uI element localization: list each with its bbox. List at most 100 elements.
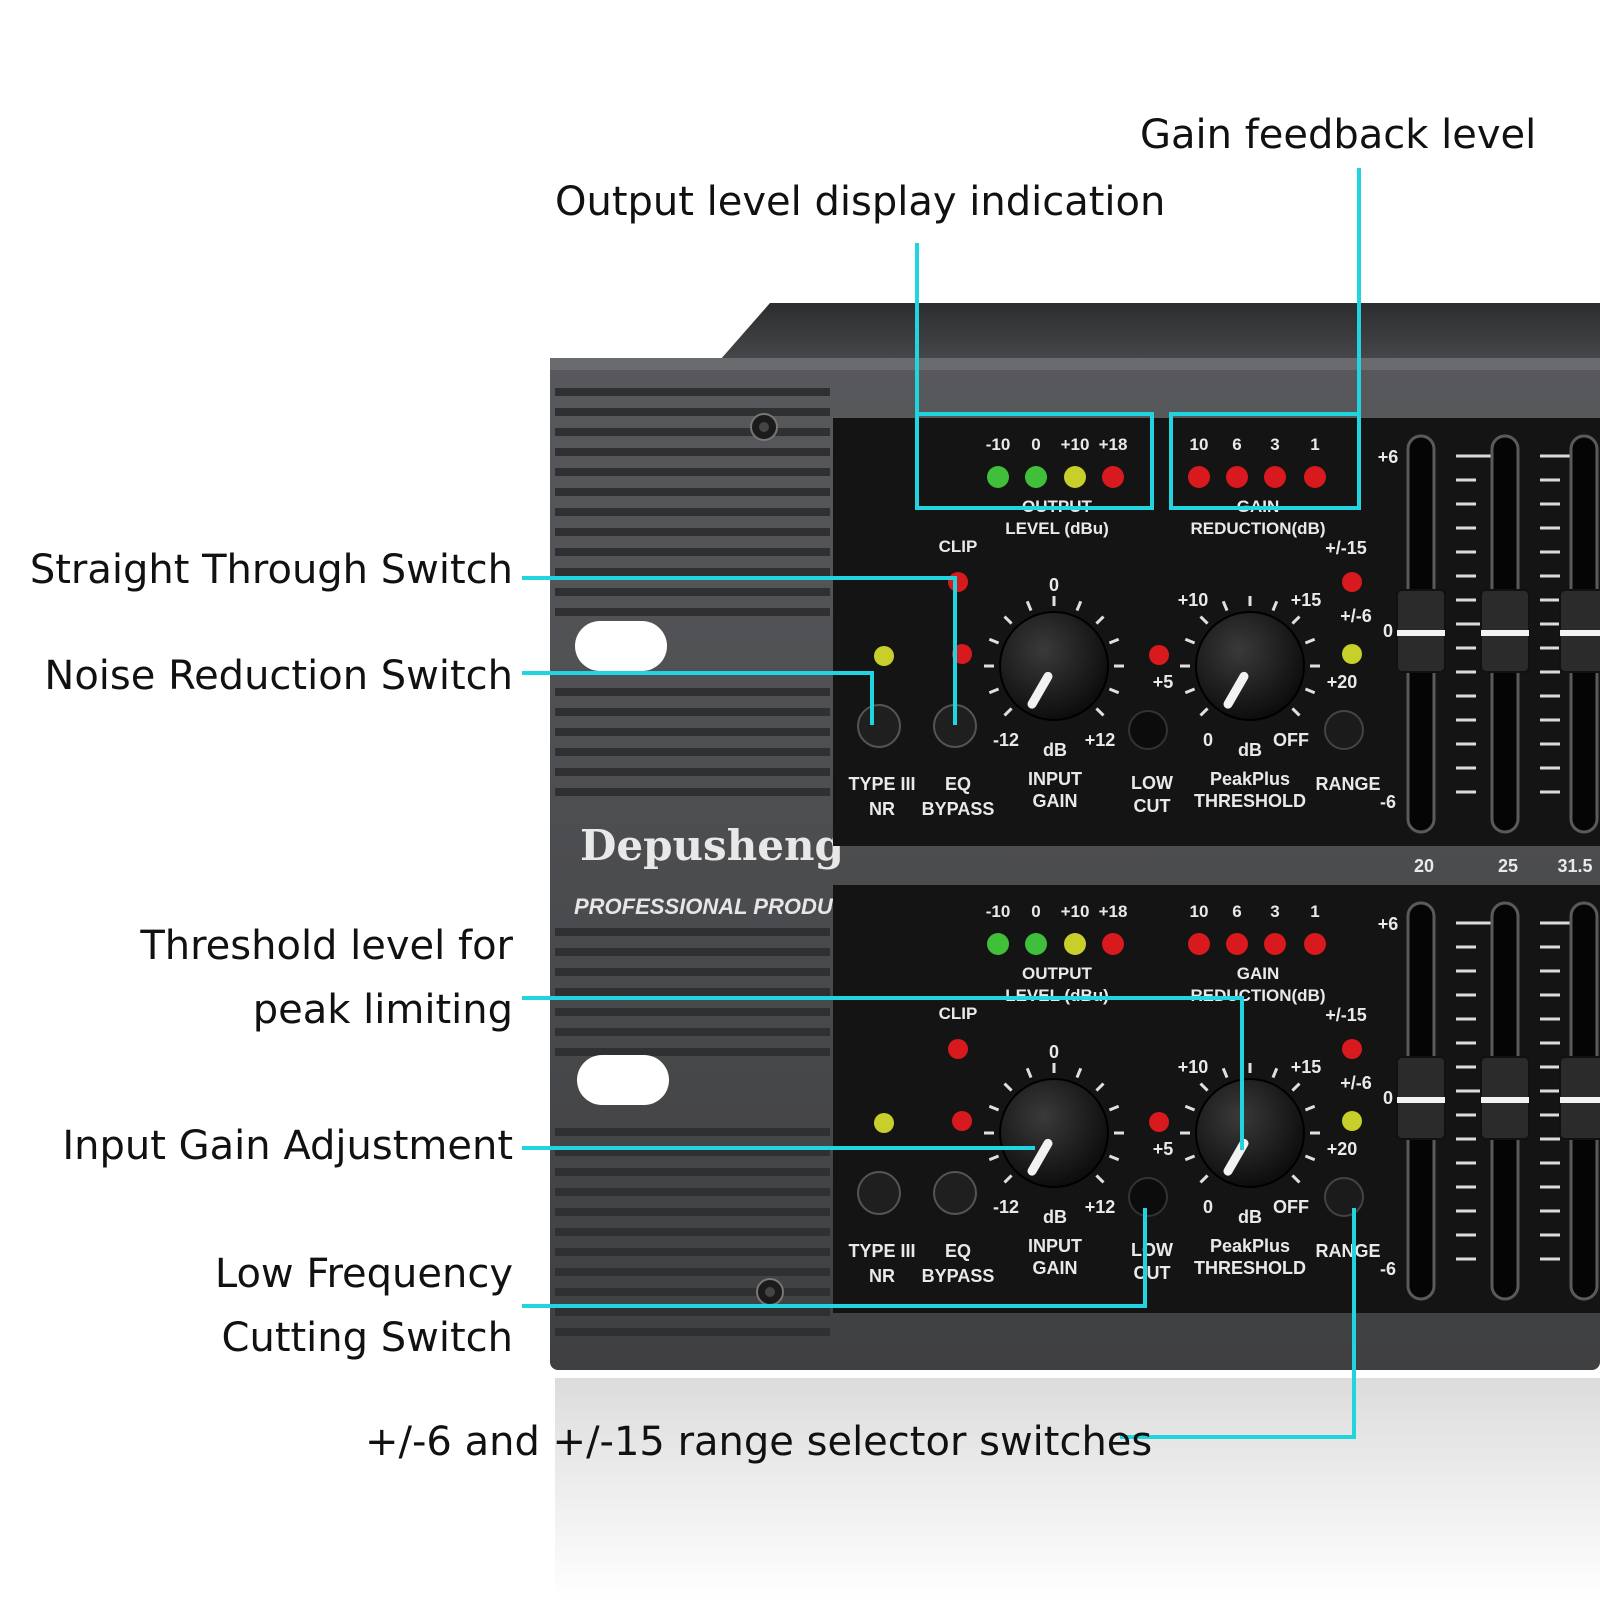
eq-bypass-button[interactable] [933,1171,977,1215]
output-level-led [1102,933,1124,955]
threshold-knob[interactable] [1180,596,1320,721]
input-gain-knob[interactable] [984,1063,1124,1188]
type-nr-label: NR [869,799,895,819]
output-meter-scale-label: +10 [1061,435,1090,454]
gain-reduction-led [1188,466,1210,488]
input-gain-scale: +12 [1085,730,1116,750]
eq-scale-minus: -6 [1380,792,1396,812]
groove [555,768,830,776]
eq-bypass-led [952,1111,972,1131]
floor-reflection [555,1378,1600,1600]
input-gain-scale: 0 [1049,1042,1059,1062]
output-level-led [1102,466,1124,488]
groove [555,728,830,736]
output-meter-scale-label: 0 [1031,435,1040,454]
threshold-scale: +15 [1291,1057,1322,1077]
input-gain-unit: dB [1043,740,1067,760]
chassis-grooves [555,388,830,1336]
range-scale: +/-15 [1325,538,1367,558]
groove [555,508,830,516]
type-iii-nr-button[interactable] [857,1171,901,1215]
groove [555,748,830,756]
callout-noise-reduction-switch: Noise Reduction Switch [44,653,513,699]
eq-slider[interactable] [1396,901,1491,1301]
groove [555,1228,830,1236]
threshold-scale: 0 [1203,1197,1213,1217]
groove [555,968,830,976]
eq-scale-zero: 0 [1383,1088,1393,1108]
output-meter-scale-label: 0 [1031,902,1040,921]
groove [555,608,830,616]
range-label: RANGE [1315,1241,1380,1261]
input-gain-knob[interactable] [984,596,1124,721]
threshold-label: THRESHOLD [1194,791,1306,811]
type-nr-label: NR [869,1266,895,1286]
groove [555,928,830,936]
eq-scale-minus: -6 [1380,1259,1396,1279]
callout-low-frequency-line1: Low Frequency [214,1251,513,1297]
low-cut-button[interactable] [1128,1177,1168,1217]
eq-slider[interactable] [1559,901,1600,1301]
groove [555,988,830,996]
output-level-led [1064,466,1086,488]
eq-slider[interactable] [1480,434,1575,834]
rack-slot-bottom [577,1055,669,1105]
threshold-scale: +20 [1327,672,1358,692]
groove [555,1208,830,1216]
callout-input-gain-adjustment: Input Gain Adjustment [62,1123,513,1169]
output-meter-scale-label: +10 [1061,902,1090,921]
gain-reduction-led [1226,466,1248,488]
groove [555,388,830,396]
range-button[interactable] [1324,1177,1364,1217]
threshold-knob[interactable] [1180,1063,1320,1188]
threshold-unit: dB [1238,1207,1262,1227]
range-15-led [1342,572,1362,592]
gain-reduction-scale-label: 6 [1232,902,1241,921]
eq-scale-plus: +6 [1378,914,1399,934]
range-6-led [1342,644,1362,664]
range-scale: +/-6 [1340,606,1372,626]
groove [555,428,830,436]
range-6-led [1342,1111,1362,1131]
output-meter-scale-label: -10 [986,435,1011,454]
output-meter-caption: LEVEL (dBu) [1005,519,1109,538]
input-gain-scale: +12 [1085,1197,1116,1217]
callout-low-frequency-line2: Cutting Switch [221,1315,513,1361]
groove [555,1188,830,1196]
low-cut-scale: +5 [1153,1139,1174,1159]
groove [555,1048,830,1056]
range-button[interactable] [1324,710,1364,750]
clip-label: CLIP [939,1004,978,1023]
eq-bypass-label: EQ [945,774,971,794]
low-cut-label: CUT [1134,796,1171,816]
brand-name: Depusheng® [580,819,868,870]
gain-reduction-scale-label: 1 [1310,902,1319,921]
gain-reduction-led [1304,933,1326,955]
noise-reduction-led [874,1113,894,1133]
eq-freq-label: 25 [1498,856,1518,876]
groove [555,1328,830,1336]
gain-reduction-scale-label: 3 [1270,902,1279,921]
low-cut-button[interactable] [1128,710,1168,750]
eq-bypass-label: BYPASS [922,799,995,819]
callout-range-selector: +/-6 and +/-15 range selector switches [365,1419,1153,1465]
type-iii-nr-button[interactable] [857,704,901,748]
eq-slider[interactable] [1396,434,1491,834]
output-level-led [987,933,1009,955]
threshold-scale: +10 [1178,1057,1209,1077]
output-meter-scale-label: +18 [1099,435,1128,454]
callout-lines [522,168,1361,1439]
threshold-label: THRESHOLD [1194,1258,1306,1278]
output-level-highlight [915,412,1154,510]
gain-reduction-led [1304,466,1326,488]
groove [555,468,830,476]
rack-slot-top [575,621,667,671]
eq-slider[interactable] [1559,434,1600,834]
groove [555,548,830,556]
output-meter-scale-label: +18 [1099,902,1128,921]
groove [555,1168,830,1176]
groove [555,408,830,416]
groove [555,688,830,696]
gain-reduction-scale-label: 10 [1190,435,1209,454]
type-nr-label: TYPE III [848,774,915,794]
